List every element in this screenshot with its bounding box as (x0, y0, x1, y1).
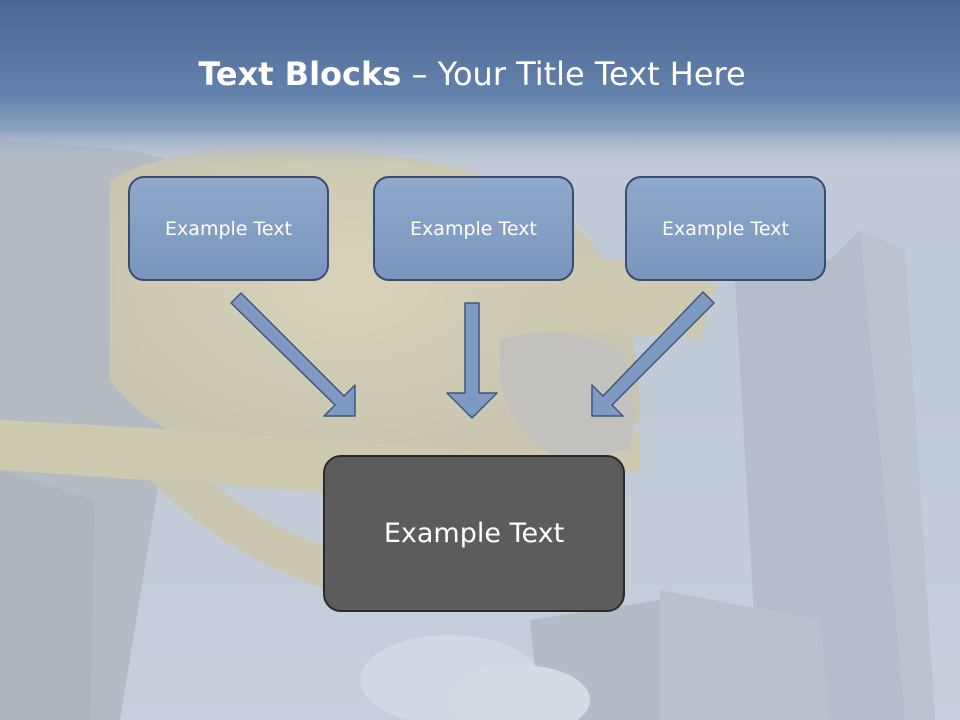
arrow-left (230, 292, 356, 417)
title-text: Your Title Text Here (437, 55, 746, 93)
title-dash: – (401, 55, 438, 93)
text-block-3: Example Text (625, 176, 826, 281)
slide-title: Text Blocks – Your Title Text Here (0, 52, 944, 96)
text-block-2: Example Text (373, 176, 574, 281)
text-block-1: Example Text (128, 176, 329, 281)
arrow-center (446, 302, 498, 419)
arrow-right (591, 291, 715, 417)
main-text-block: Example Text (323, 455, 625, 612)
title-bold: Text Blocks (198, 55, 402, 93)
